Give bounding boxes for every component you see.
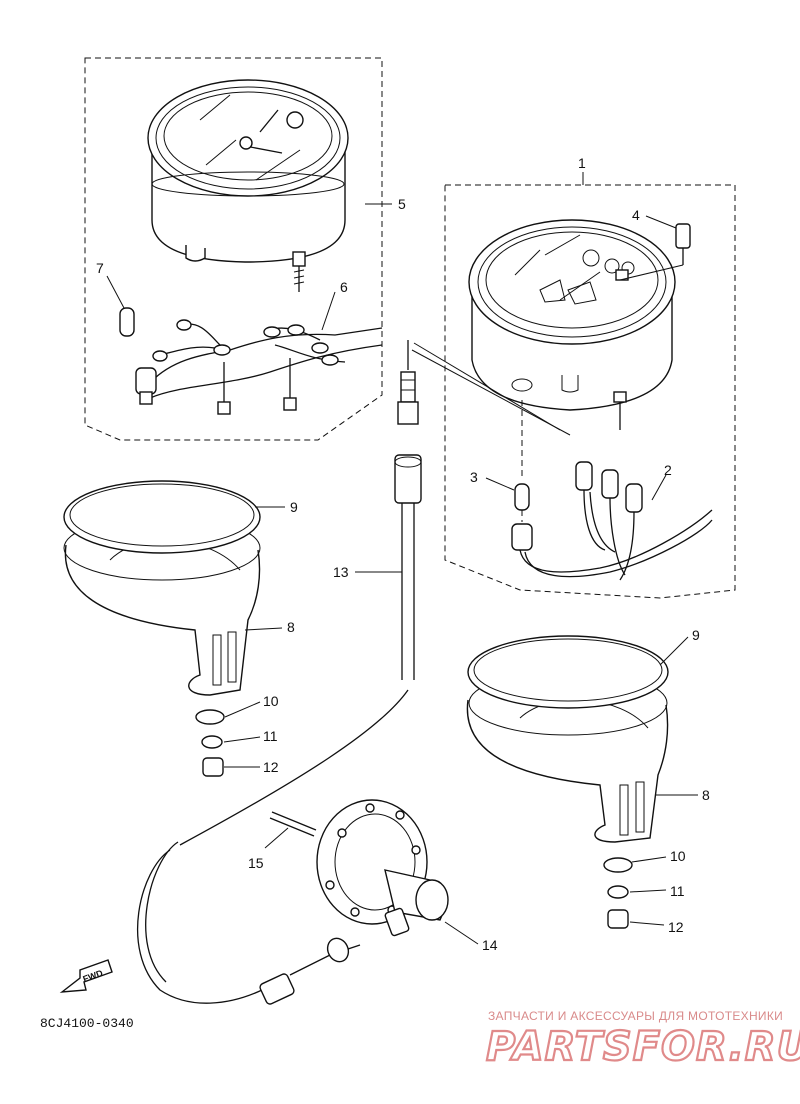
label-part-12-left: 12 [263,759,279,775]
meter-assembly-1 [468,219,676,430]
leader-lines [106,203,698,945]
ring-9-right [467,635,669,709]
group-1-dashed-outline [444,184,736,599]
label-part-10-right: 10 [670,848,686,864]
label-part-13: 13 [333,564,349,580]
group-5-dashed-outline [84,57,383,441]
diagram-code: 8CJ4100-0340 [40,1016,134,1031]
label-part-10-left: 10 [263,693,279,709]
bulb-7 [119,307,135,337]
label-part-9-right: 9 [692,627,700,643]
wire-harness-2 [511,461,713,581]
label-part-8-right: 8 [702,787,710,803]
watermark-logo: PARTSFOR.RU [486,1024,800,1070]
watermark-caption: ЗАПЧАСТИ И АКСЕССУАРЫ ДЛЯ МОТОТЕХНИКИ [488,1009,783,1023]
wire-harness-6 [135,319,383,415]
meter-assembly-5 [147,79,349,292]
pin-15 [269,811,317,837]
fwd-arrow-icon: FWD [59,959,113,993]
label-part-1: 1 [578,155,586,171]
bulb-3 [514,400,530,522]
label-part-9-left: 9 [290,499,298,515]
label-part-12-right: 12 [668,919,684,935]
washers-right [603,857,633,929]
label-part-11-left: 11 [263,728,278,744]
label-part-8-left: 8 [287,619,295,635]
gear-unit-14 [316,799,449,937]
label-part-7: 7 [96,260,104,276]
label-part-15: 15 [248,855,264,871]
washers-left [195,709,225,777]
label-part-4: 4 [632,207,640,223]
label-part-5: 5 [398,196,406,212]
label-part-11-right: 11 [670,883,685,899]
label-part-2: 2 [664,462,672,478]
speedometer-cable-13 [137,340,422,1005]
ring-9-left [63,480,261,554]
label-part-3: 3 [470,469,478,485]
label-part-6: 6 [340,279,348,295]
label-part-14: 14 [482,937,498,953]
reset-knob-4 [619,223,691,281]
